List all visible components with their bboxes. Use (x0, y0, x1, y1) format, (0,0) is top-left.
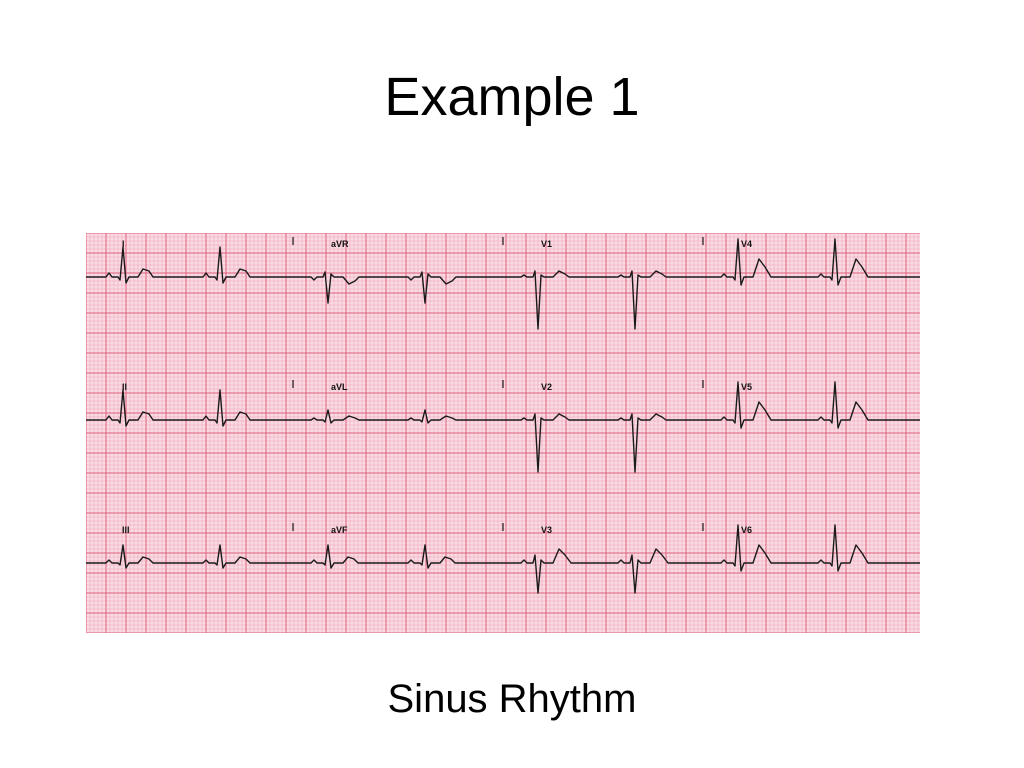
slide-caption: Sinus Rhythm (387, 677, 637, 721)
ecg-trace-avf (291, 544, 501, 569)
ecg-trace-i (86, 246, 291, 284)
lead-label-v2: V2 (541, 382, 552, 392)
ecg-trace-v5 (701, 381, 920, 429)
ecg-trace-v4 (701, 238, 920, 286)
lead-label-v4: V4 (741, 239, 752, 249)
ecg-trace-ii (86, 389, 291, 427)
ecg-grid-major (86, 233, 920, 633)
ecg-trace-v3 (501, 548, 701, 594)
slide-title: Example 1 (384, 67, 640, 127)
lead-label-v1: V1 (541, 239, 552, 249)
lead-label-v6: V6 (741, 525, 752, 535)
grid-major-lines (86, 233, 920, 633)
ecg-trace-v6 (701, 524, 920, 572)
lead-label-avf: aVF (331, 525, 348, 535)
ecg-trace-v2 (501, 413, 701, 473)
ecg-trace-avl (291, 409, 501, 424)
lead-label-v3: V3 (541, 525, 552, 535)
lead-label-ii: II (122, 382, 127, 392)
lead-label-iii: III (122, 525, 130, 535)
ecg-trace-v1 (501, 270, 701, 330)
lead-label-v5: V5 (741, 382, 752, 392)
ecg-traces (86, 237, 920, 594)
ecg-trace-iii (86, 544, 291, 569)
lead-label-avr: aVR (331, 239, 349, 249)
ecg-trace-avr (291, 271, 501, 304)
lead-label-avl: aVL (331, 382, 348, 392)
lead-label-i: I (122, 239, 125, 249)
